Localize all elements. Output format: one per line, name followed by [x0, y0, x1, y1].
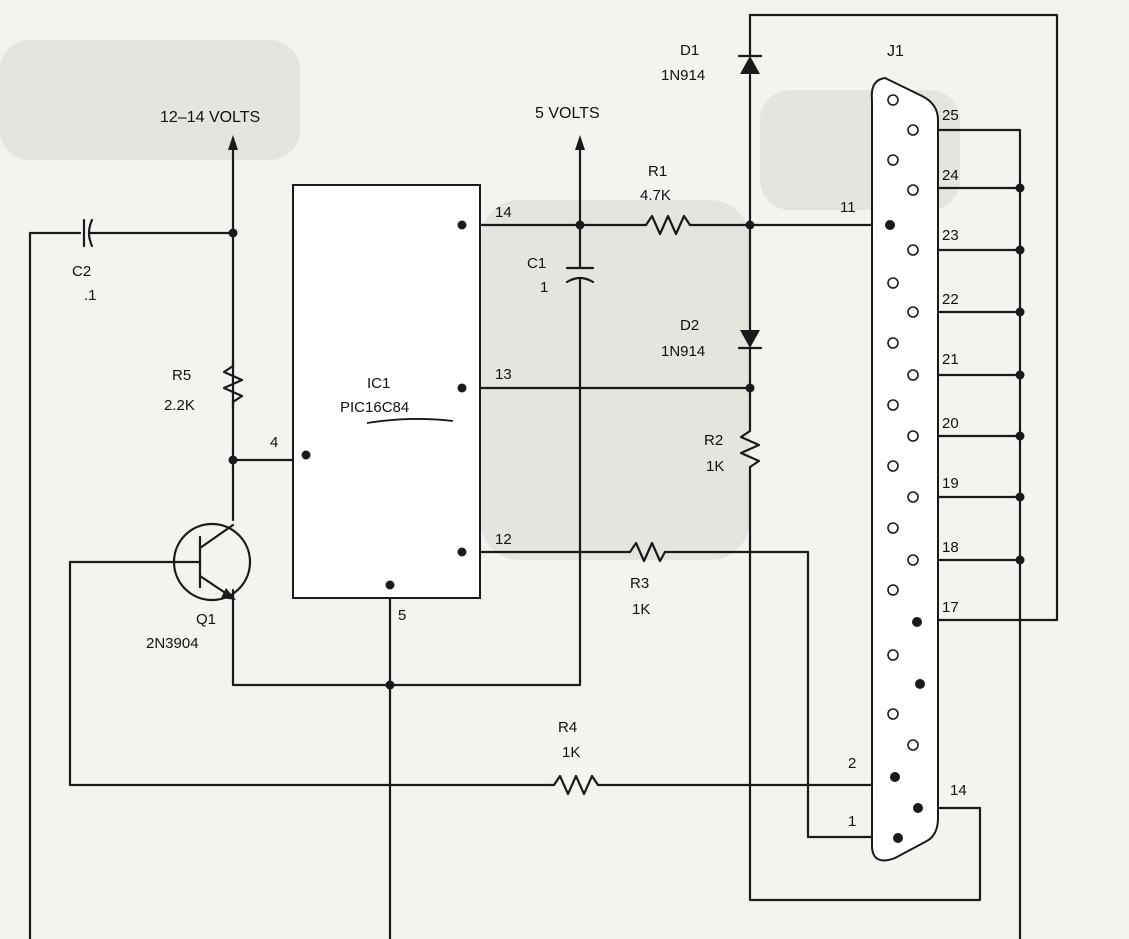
label-ic1-ref: IC1 [367, 375, 390, 392]
connector-pins [885, 94, 925, 843]
label-r4-value: 1K [562, 744, 580, 761]
resistor-r5 [222, 358, 244, 410]
diode-d2 [737, 330, 763, 350]
label-r3-value: 1K [632, 601, 650, 618]
label-r5-ref: R5 [172, 367, 191, 384]
label-d2-value: 1N914 [661, 343, 705, 360]
label-j1-pin1: 1 [848, 813, 856, 830]
label-j1-pin25: 25 [942, 107, 959, 124]
label-j1-pin19: 19 [942, 475, 959, 492]
junction-dots [228, 183, 1025, 690]
label-r4-ref: R4 [558, 719, 577, 736]
label-r5-value: 2.2K [164, 397, 195, 414]
transistor-q1 [172, 522, 252, 602]
label-d1-ref: D1 [680, 42, 699, 59]
label-j1-ref: J1 [887, 43, 904, 60]
resistor-r4 [546, 774, 600, 796]
label-r3-ref: R3 [630, 575, 649, 592]
label-j1-pin20: 20 [942, 415, 959, 432]
label-j1-pin17: 17 [942, 599, 959, 616]
label-r2-value: 1K [706, 458, 724, 475]
label-c1-ref: C1 [527, 255, 546, 272]
label-ic1-pin4: 4 [270, 434, 278, 451]
resistor-r2 [739, 423, 761, 477]
label-ic1-pin12: 12 [495, 531, 512, 548]
label-r2-ref: R2 [704, 432, 723, 449]
label-d1-value: 1N914 [661, 67, 705, 84]
label-j1-pin18: 18 [942, 539, 959, 556]
label-j1-pin22: 22 [942, 291, 959, 308]
label-c1-value: 1 [540, 279, 548, 296]
label-j1-pin21: 21 [942, 351, 959, 368]
label-ic1-part: PIC16C84 [340, 399, 409, 416]
label-r1-ref: R1 [648, 163, 667, 180]
wires [28, 13, 1059, 939]
label-ic1-pin13: 13 [495, 366, 512, 383]
label-j1-pin24: 24 [942, 167, 959, 184]
label-vpp: 12–14 VOLTS [160, 109, 260, 126]
ic1-chip [292, 184, 481, 599]
label-j1-pin2: 2 [848, 755, 856, 772]
label-r1-value: 4.7K [640, 187, 671, 204]
connector-j1 [870, 76, 939, 862]
resistor-r1 [638, 214, 692, 236]
label-j1-pin14: 14 [950, 782, 967, 799]
label-vcc: 5 VOLTS [535, 105, 600, 122]
label-c2-ref: C2 [72, 263, 91, 280]
label-ic1-pin14: 14 [495, 204, 512, 221]
label-ic1-pin5: 5 [398, 607, 406, 624]
resistor-r3 [623, 541, 667, 563]
labels: 12–14 VOLTS 5 VOLTS C2 .1 C1 1 R5 2.2K R… [72, 42, 967, 830]
label-j1-pin11: 11 [840, 199, 856, 216]
supply-arrows [228, 135, 585, 150]
label-c2-value: .1 [84, 287, 97, 304]
capacitor-c2 [82, 218, 94, 248]
label-q1-ref: Q1 [196, 611, 216, 628]
label-j1-pin23: 23 [942, 227, 959, 244]
capacitor-c1 [565, 266, 595, 284]
diode-d1 [737, 54, 763, 74]
label-d2-ref: D2 [680, 317, 699, 334]
label-q1-value: 2N3904 [146, 635, 199, 652]
